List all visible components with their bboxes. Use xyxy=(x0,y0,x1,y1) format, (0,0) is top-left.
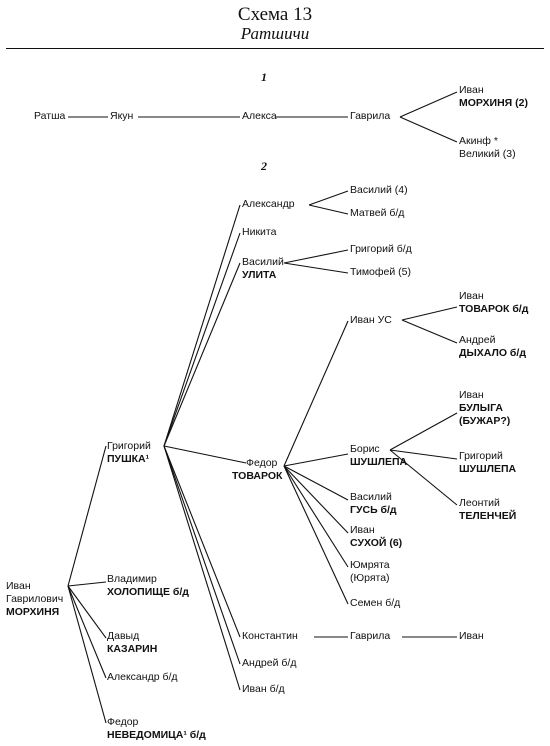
edge-aleksandr-matvey xyxy=(308,204,349,215)
edge-ulita-timofey xyxy=(283,262,349,274)
edge-aleksandr-vasiliy4 xyxy=(308,190,349,206)
node-ivan-bd: Иван б/д xyxy=(242,683,285,695)
edge-root-fedor-n xyxy=(67,585,107,724)
edge-fedor-semen xyxy=(283,465,349,605)
node-matvey: Матвей б/д xyxy=(350,207,405,219)
node-ratsha: Ратша xyxy=(34,110,66,122)
edge-root-aleksandr-bd xyxy=(67,585,107,679)
edge-root-grigoriy xyxy=(67,445,107,587)
node-aleksa: Алекса xyxy=(242,110,277,122)
edge-grigoriy-aleksandr xyxy=(163,204,241,447)
node-yakun: Якун xyxy=(110,110,134,122)
edge-ivan-us-dykhalo xyxy=(401,319,458,344)
edge-grigoriy-andrey xyxy=(163,445,241,665)
edge-fedor-vasiliy-gus xyxy=(283,465,349,501)
node-ivan-us: Иван УС xyxy=(350,314,392,326)
edge-fedor-boris xyxy=(283,453,349,467)
header-rule xyxy=(6,48,544,49)
node-yumryata: Юмрята(Юрята) xyxy=(350,559,390,584)
edge-root-david xyxy=(67,585,107,639)
node-gavrila-2: Гаврила xyxy=(350,630,391,642)
node-grigoriy-bd: Григорий б/д xyxy=(350,243,412,255)
edge-grigoriy-fedor-tovarok xyxy=(163,445,247,464)
node-nikita: Никита xyxy=(242,226,277,238)
node-gavrila-1: Гаврила xyxy=(350,110,391,122)
page-subtitle: Ратшичи xyxy=(240,24,310,43)
edge-boris-grigoriy xyxy=(389,449,458,460)
node-aleksandr-bd: Александр б/д xyxy=(107,671,178,683)
edge-ulita-grigoriy xyxy=(283,249,349,264)
edge-fedor-ivan-sukhoy xyxy=(283,465,349,534)
edge-root-vladimir xyxy=(67,581,107,587)
edge-boris-bulyga xyxy=(389,412,458,451)
edge-fedor-ivan-us xyxy=(283,320,349,467)
section-number-1: 1 xyxy=(261,70,267,84)
node-konstantin: Константин xyxy=(242,630,298,642)
node-akinf: Акинф *Великий (3) xyxy=(459,135,516,160)
node-timofey: Тимофей (5) xyxy=(350,266,411,278)
node-ivan-end: Иван xyxy=(459,630,484,642)
section-number-2: 2 xyxy=(261,159,267,173)
page-title: Схема 13 xyxy=(237,4,313,25)
edge-gavrila-ivan xyxy=(399,91,458,118)
node-aleksandr: Александр xyxy=(242,198,295,210)
node-semen: Семен б/д xyxy=(350,597,401,609)
edge-grigoriy-ivan-bd xyxy=(163,445,241,691)
edge-grigoriy-konstantin xyxy=(163,445,241,638)
edge-grigoriy-vasiliy-ulita xyxy=(163,262,241,447)
node-vasiliy-4: Василий (4) xyxy=(350,184,408,196)
edge-grigoriy-nikita xyxy=(163,232,241,447)
edge-gavrila-akinf xyxy=(399,116,458,143)
edge-boris-leontiy xyxy=(389,449,458,506)
edge-fedor-yumryata xyxy=(283,465,349,568)
edge-ivan-us-tovarok xyxy=(401,306,458,321)
node-andrey-bd: Андрей б/д xyxy=(242,657,297,669)
